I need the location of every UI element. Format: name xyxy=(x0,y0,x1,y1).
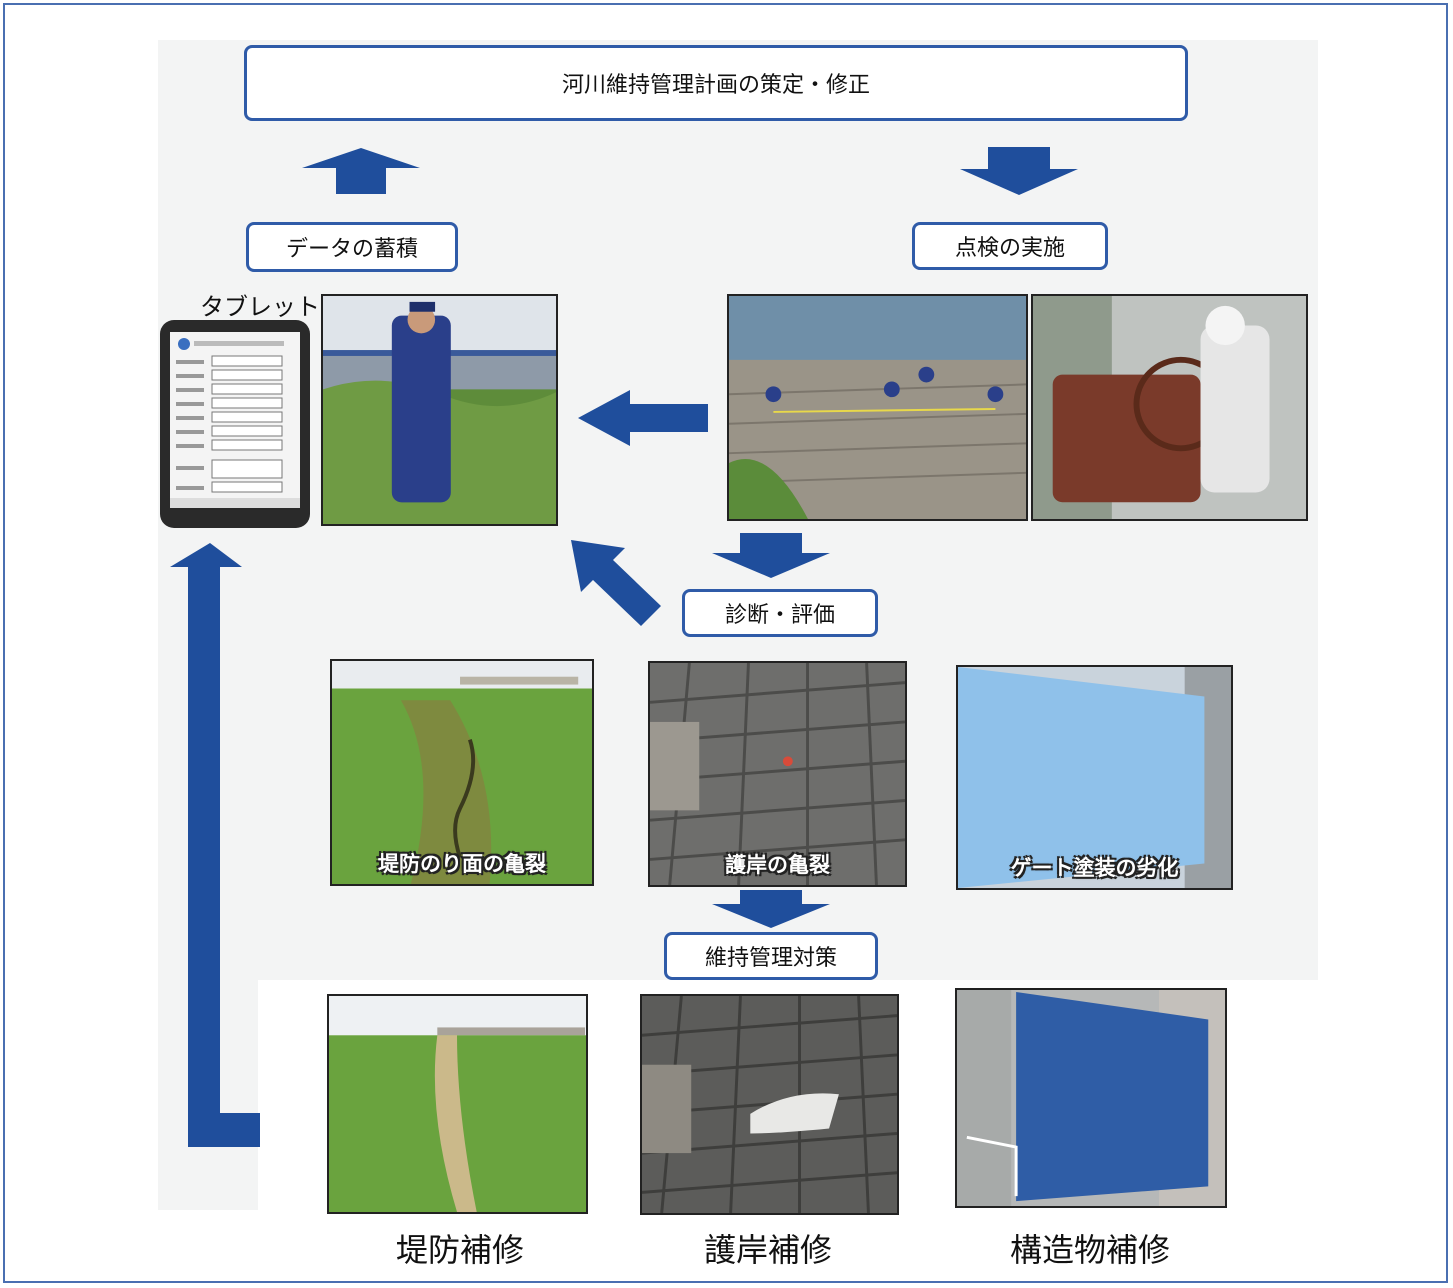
repair-label-levee: 堤防補修 xyxy=(395,1231,524,1269)
photo-inspection-slope xyxy=(727,294,1028,521)
diagnosis-label: 診断・評価 xyxy=(724,603,835,628)
tablet-icon xyxy=(160,320,310,528)
photo-revetment-crack: 護岸の亀裂 xyxy=(648,661,907,887)
photo-levee-repair xyxy=(327,994,588,1214)
photo-levee-slope-crack: 堤防のり面の亀裂 xyxy=(330,659,594,886)
outer-frame xyxy=(3,3,1448,1283)
plan-box-label: 河川維持管理計画の策定・修正 xyxy=(561,73,870,98)
photo-structure-repair xyxy=(955,988,1227,1208)
arrow-down-bottom-icon xyxy=(712,890,830,928)
repair-label-revetment: 護岸補修 xyxy=(703,1231,832,1269)
photo-gate-paint-deterioration: ゲート塗装の劣化 xyxy=(956,665,1233,890)
arrow-long-up-icon xyxy=(170,543,260,1147)
tablet-label: タブレット xyxy=(200,293,320,321)
photo-revetment-repair xyxy=(640,994,899,1215)
damage-caption-revetment: 護岸の亀裂 xyxy=(725,853,830,877)
data-accumulation-box: データの蓄積 xyxy=(246,222,458,272)
data-accumulation-label: データの蓄積 xyxy=(285,237,418,262)
damage-caption-gate: ゲート塗装の劣化 xyxy=(1010,856,1179,880)
inspection-box: 点検の実施 xyxy=(912,222,1108,270)
photo-inspection-gate-machinery xyxy=(1031,294,1308,521)
maintenance-label: 維持管理対策 xyxy=(704,946,837,971)
photo-worker-tablet xyxy=(321,294,558,526)
arrow-down-middle-icon xyxy=(712,533,830,578)
diagnosis-box: 診断・評価 xyxy=(682,589,878,637)
arrow-up-icon xyxy=(302,148,420,194)
inspection-label: 点検の実施 xyxy=(954,236,1065,261)
arrow-left-icon xyxy=(578,390,708,446)
arrow-down-icon xyxy=(960,147,1078,195)
plan-box: 河川維持管理計画の策定・修正 xyxy=(244,45,1188,121)
damage-caption-levee: 堤防のり面の亀裂 xyxy=(378,852,546,876)
arrow-diagonal-icon xyxy=(571,540,661,626)
repair-label-structure: 構造物補修 xyxy=(1009,1231,1170,1269)
maintenance-box: 維持管理対策 xyxy=(664,932,878,980)
